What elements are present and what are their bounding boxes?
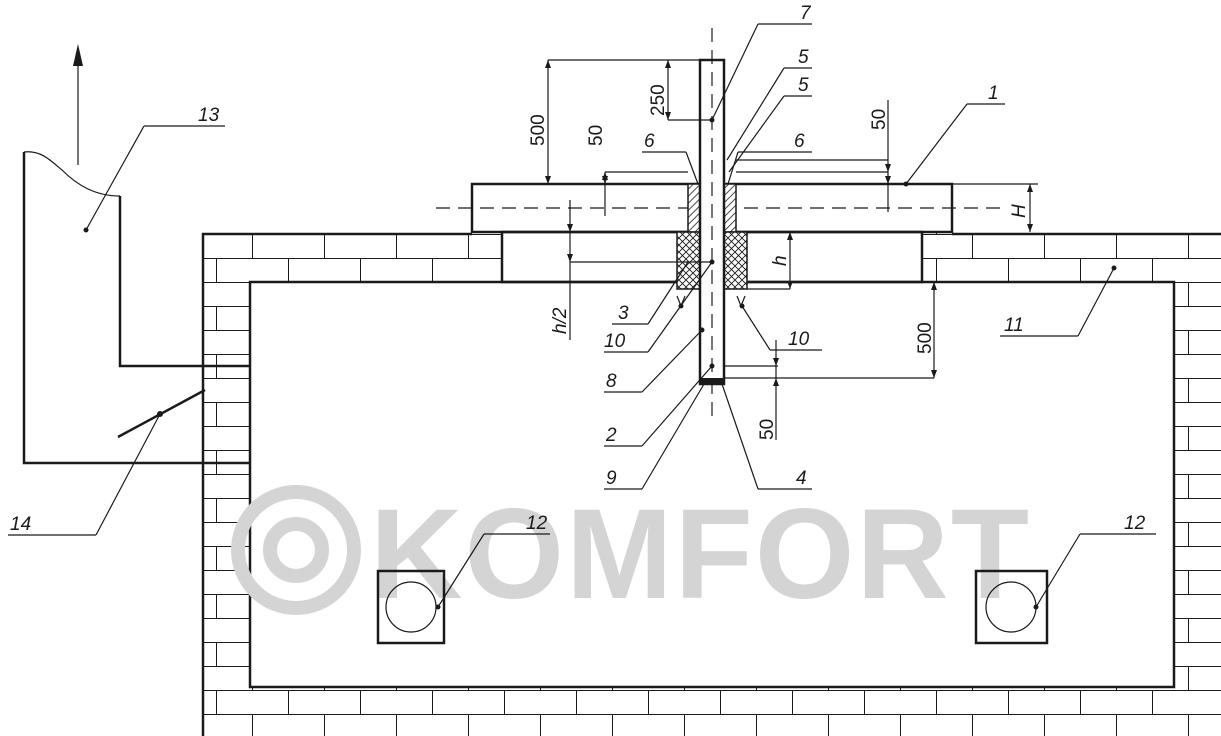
label-9: 9 (606, 468, 617, 489)
sleeve-right (723, 183, 737, 233)
label-8: 8 (606, 371, 617, 392)
insulation-left (676, 231, 701, 290)
flue-duct (22, 152, 250, 465)
dim-50-left: 50 (586, 125, 607, 146)
label-6-left: 6 (644, 131, 655, 152)
protective-tube (698, 58, 726, 386)
dim-500-top: 500 (528, 114, 549, 146)
komfort-watermark: KOMFORT (231, 483, 1031, 626)
label-5-upper: 5 (798, 47, 809, 68)
label-2: 2 (605, 425, 617, 446)
label-3: 3 (618, 303, 629, 324)
label-12-left: 12 (526, 513, 548, 534)
dim-H: H (1009, 204, 1030, 218)
insulation-right (723, 231, 748, 290)
label-6-right: 6 (794, 131, 805, 152)
dim-500-right: 500 (915, 322, 936, 354)
label-10-left: 10 (604, 331, 626, 352)
sleeve-left (687, 183, 701, 233)
label-11: 11 (1004, 315, 1024, 336)
dim-250: 250 (648, 84, 669, 116)
leader-lines (8, 23, 1156, 608)
label-4: 4 (796, 468, 807, 489)
label-13: 13 (198, 105, 220, 126)
label-10-right: 10 (788, 329, 810, 350)
leader-dots (83, 117, 1117, 610)
dim-h-half: h/2 (550, 307, 571, 334)
flue-break-line (23, 151, 121, 197)
label-12-right: 12 (1124, 513, 1146, 534)
flue-duct-inner (118, 196, 250, 368)
label-14: 14 (10, 514, 31, 535)
label-7: 7 (800, 3, 812, 24)
watermark-text: KOMFORT (370, 483, 1031, 626)
dimension-arrows (545, 60, 1033, 386)
exhaust-arrow (73, 44, 83, 165)
label-5-lower: 5 (798, 75, 809, 96)
dim-h: h (770, 255, 791, 266)
label-1: 1 (988, 83, 999, 104)
dim-50-right: 50 (869, 109, 890, 130)
dim-50-bottom: 50 (757, 419, 778, 440)
